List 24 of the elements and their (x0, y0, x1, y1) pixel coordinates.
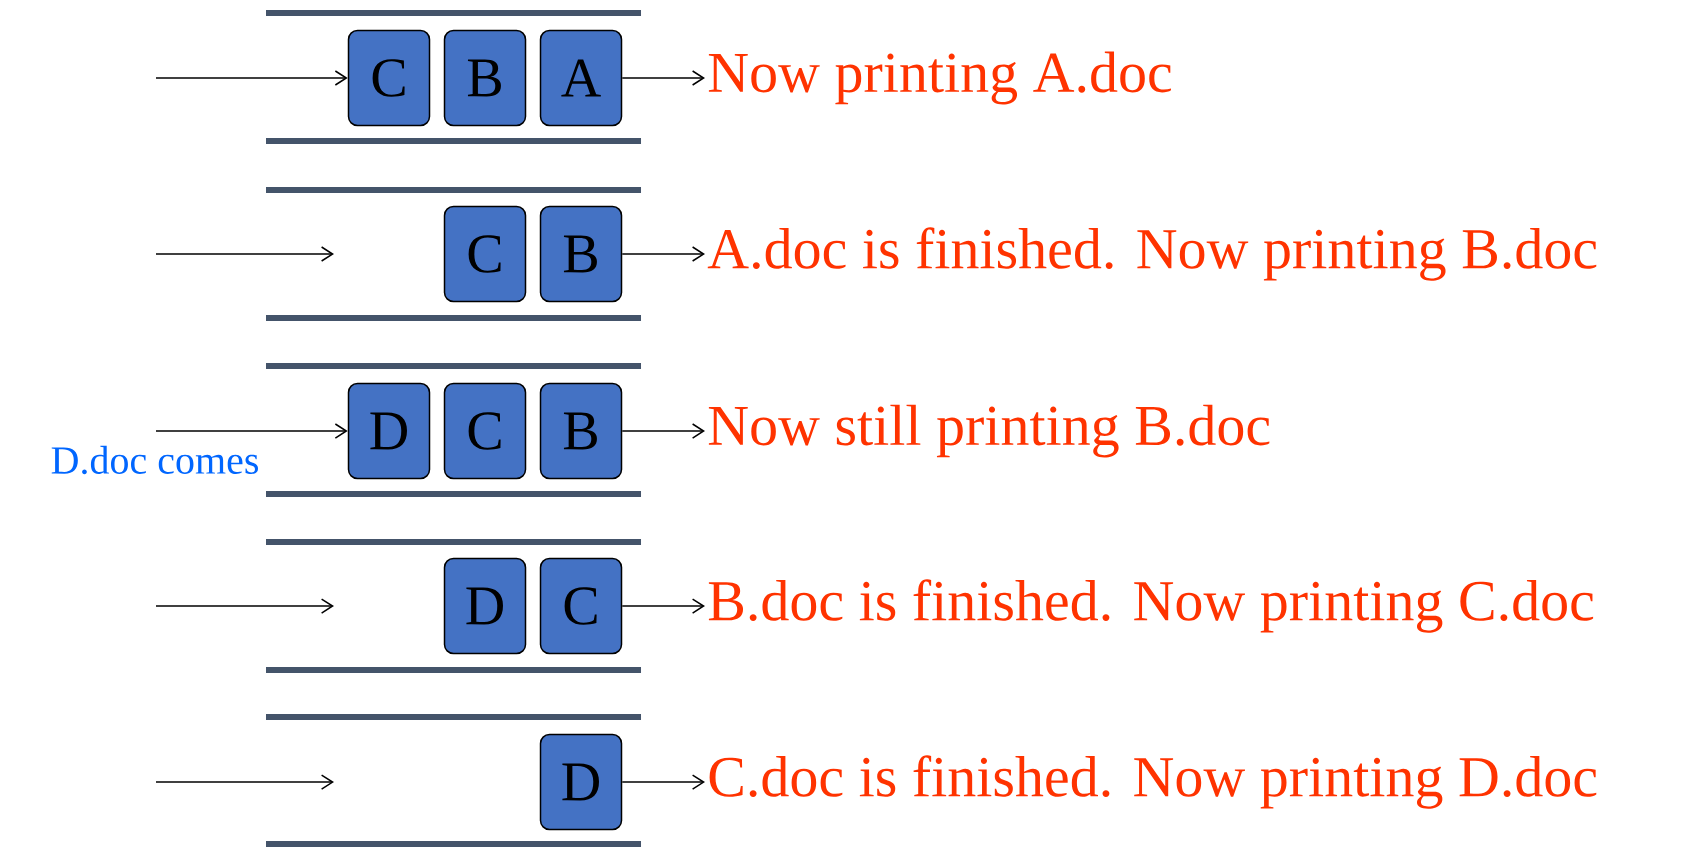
queue-box: D (347, 382, 431, 480)
queue-box: D (539, 733, 623, 831)
queue-box: C (347, 29, 431, 127)
queue-box: C (443, 205, 527, 303)
arrow (155, 423, 348, 439)
arrow (621, 423, 705, 439)
queue-box: B (443, 29, 527, 127)
arrow (621, 598, 705, 614)
status-text: A.doc is finished. Now printing B.doc (707, 227, 1597, 281)
queue-box: B (539, 382, 623, 480)
status-text: Now printing A.doc (708, 51, 1171, 105)
queue-box: D (443, 557, 527, 655)
queue-box: A (539, 29, 623, 127)
status-text: C.doc is finished. Now printing D.doc (709, 755, 1597, 809)
queue-box: C (539, 557, 623, 655)
note-text: D.doc comes (51, 445, 258, 475)
status-text: B.doc is finished. Now printing C.doc (708, 579, 1594, 633)
arrow (621, 70, 705, 86)
arrow (621, 246, 705, 262)
queue-box: B (539, 205, 623, 303)
queue-box: C (443, 382, 527, 480)
arrow (621, 774, 705, 790)
status-text: Now still printing B.doc (708, 404, 1270, 458)
arrow (155, 70, 348, 86)
